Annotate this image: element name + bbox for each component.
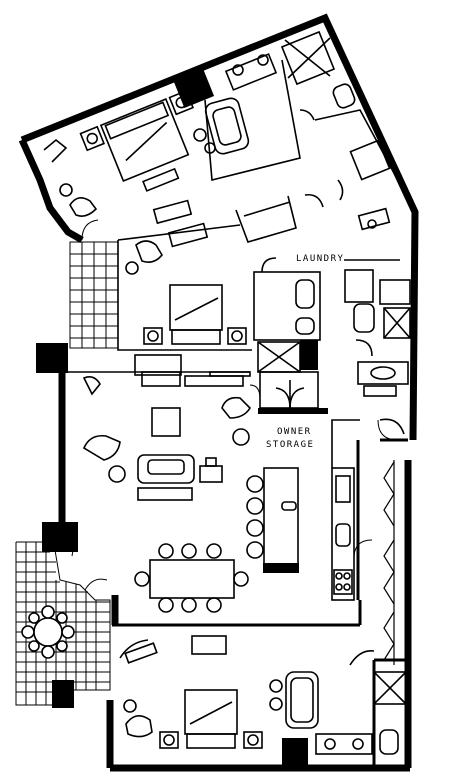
interior-walls	[112, 438, 408, 768]
laundry-label: LAUNDRY	[296, 254, 345, 265]
master-seating	[43, 138, 209, 248]
bedroom-two	[304, 109, 396, 231]
lower-bath	[269, 649, 407, 755]
exterior-walls	[18, 13, 419, 772]
bedroom-four	[119, 635, 263, 749]
owner-storage	[259, 371, 319, 409]
balcony-table-set	[21, 605, 75, 659]
door-swings	[61, 219, 399, 591]
bedroom-three	[117, 195, 297, 351]
upper-balcony	[69, 241, 119, 349]
hall-bath	[253, 257, 321, 373]
master-bath	[193, 30, 356, 182]
dining-area	[134, 543, 249, 613]
kitchen	[246, 419, 360, 601]
owner-storage-label-line2: STORAGE	[266, 440, 315, 451]
owner-storage-label-line1: OWNER	[277, 427, 312, 438]
master-bedroom	[79, 89, 195, 192]
living-room	[62, 354, 252, 501]
wardrobe-doors	[383, 460, 395, 665]
